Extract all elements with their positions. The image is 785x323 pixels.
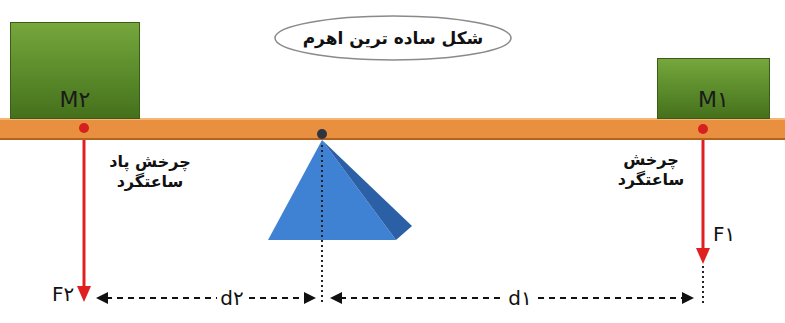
force-label: F۲: [52, 282, 74, 306]
rotation-label: چرخش پاد ساعتگرد: [100, 152, 200, 192]
arrow-head: [682, 292, 694, 304]
diagram-title: شکل ساده ترین اهرم: [303, 28, 484, 48]
force-arrow: [83, 140, 86, 288]
arrow-head: [330, 292, 342, 304]
arrow-head: [77, 286, 91, 302]
mass-label: M۱: [698, 87, 729, 118]
distance-line: [106, 297, 306, 299]
mass-label: M۲: [60, 87, 91, 118]
force-label: F۱: [713, 222, 735, 246]
distance-label: d۲: [217, 286, 246, 310]
force-point: [79, 123, 89, 133]
lever-plank: [0, 118, 785, 140]
force-arrow: [702, 140, 705, 250]
mass-block: M۲: [10, 22, 140, 119]
rotation-label: چرخش ساعتگرد: [608, 150, 694, 190]
arrow-head: [96, 292, 108, 304]
dotted-guide: [702, 266, 704, 303]
fulcrum-side: [322, 140, 412, 240]
mass-block: M۱: [657, 58, 770, 119]
pivot-dot: [317, 129, 327, 139]
distance-label: d۱: [505, 286, 534, 310]
plank-shadow: [0, 138, 785, 140]
arrow-head: [304, 292, 316, 304]
force-point: [698, 124, 708, 134]
arrow-head: [696, 248, 710, 264]
dotted-guide: [321, 145, 323, 303]
title-ellipse: [275, 16, 511, 60]
fulcrum-front: [268, 140, 396, 240]
